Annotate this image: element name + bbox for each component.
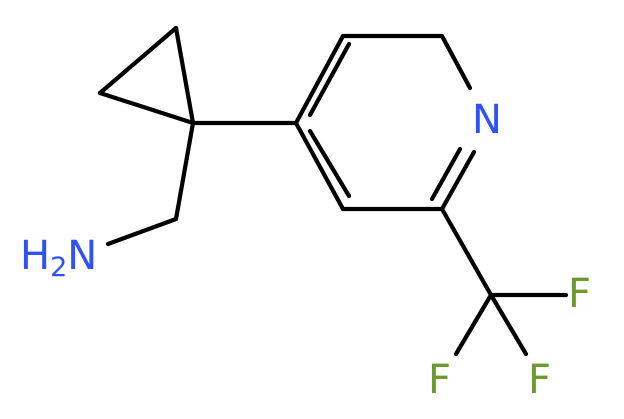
trifluoromethyl-group [439,206,569,357]
bond-cp-top-quat [173,25,196,126]
bond-cf3-f-left [453,292,494,357]
bond-cp-left-quat [97,90,196,126]
bond-cp-top-left [97,25,179,96]
atom-label-amine: H2N [20,233,97,283]
bond-quat-ch2 [173,120,196,222]
bond-c4-c3-inner [307,41,352,118]
bond-c4-c3 [293,33,346,126]
amine-n: N [67,233,97,279]
bond-ch2-nh2 [105,216,179,247]
atom-label-fluorine-left: F [428,357,451,403]
bond-c2-n [439,33,473,91]
bond-n-c6 [439,149,477,212]
amine-h-subscript: 2 [50,252,67,283]
atom-label-fluorine-bottom: F [528,357,551,403]
bond-n-c6-inner [429,146,463,202]
bond-c5-c4 [293,120,346,212]
atom-label-ring-nitrogen: N [472,97,502,143]
bond-cf3-f-bottom [488,292,529,357]
cyclopropane-ring [97,25,196,126]
bond-c6-cf3 [439,206,494,298]
amine-h: H [20,233,50,279]
pyridine-ring [293,33,477,212]
atom-label-fluorine-right: F [568,271,591,317]
bond-c5-c4-inner [307,128,352,199]
